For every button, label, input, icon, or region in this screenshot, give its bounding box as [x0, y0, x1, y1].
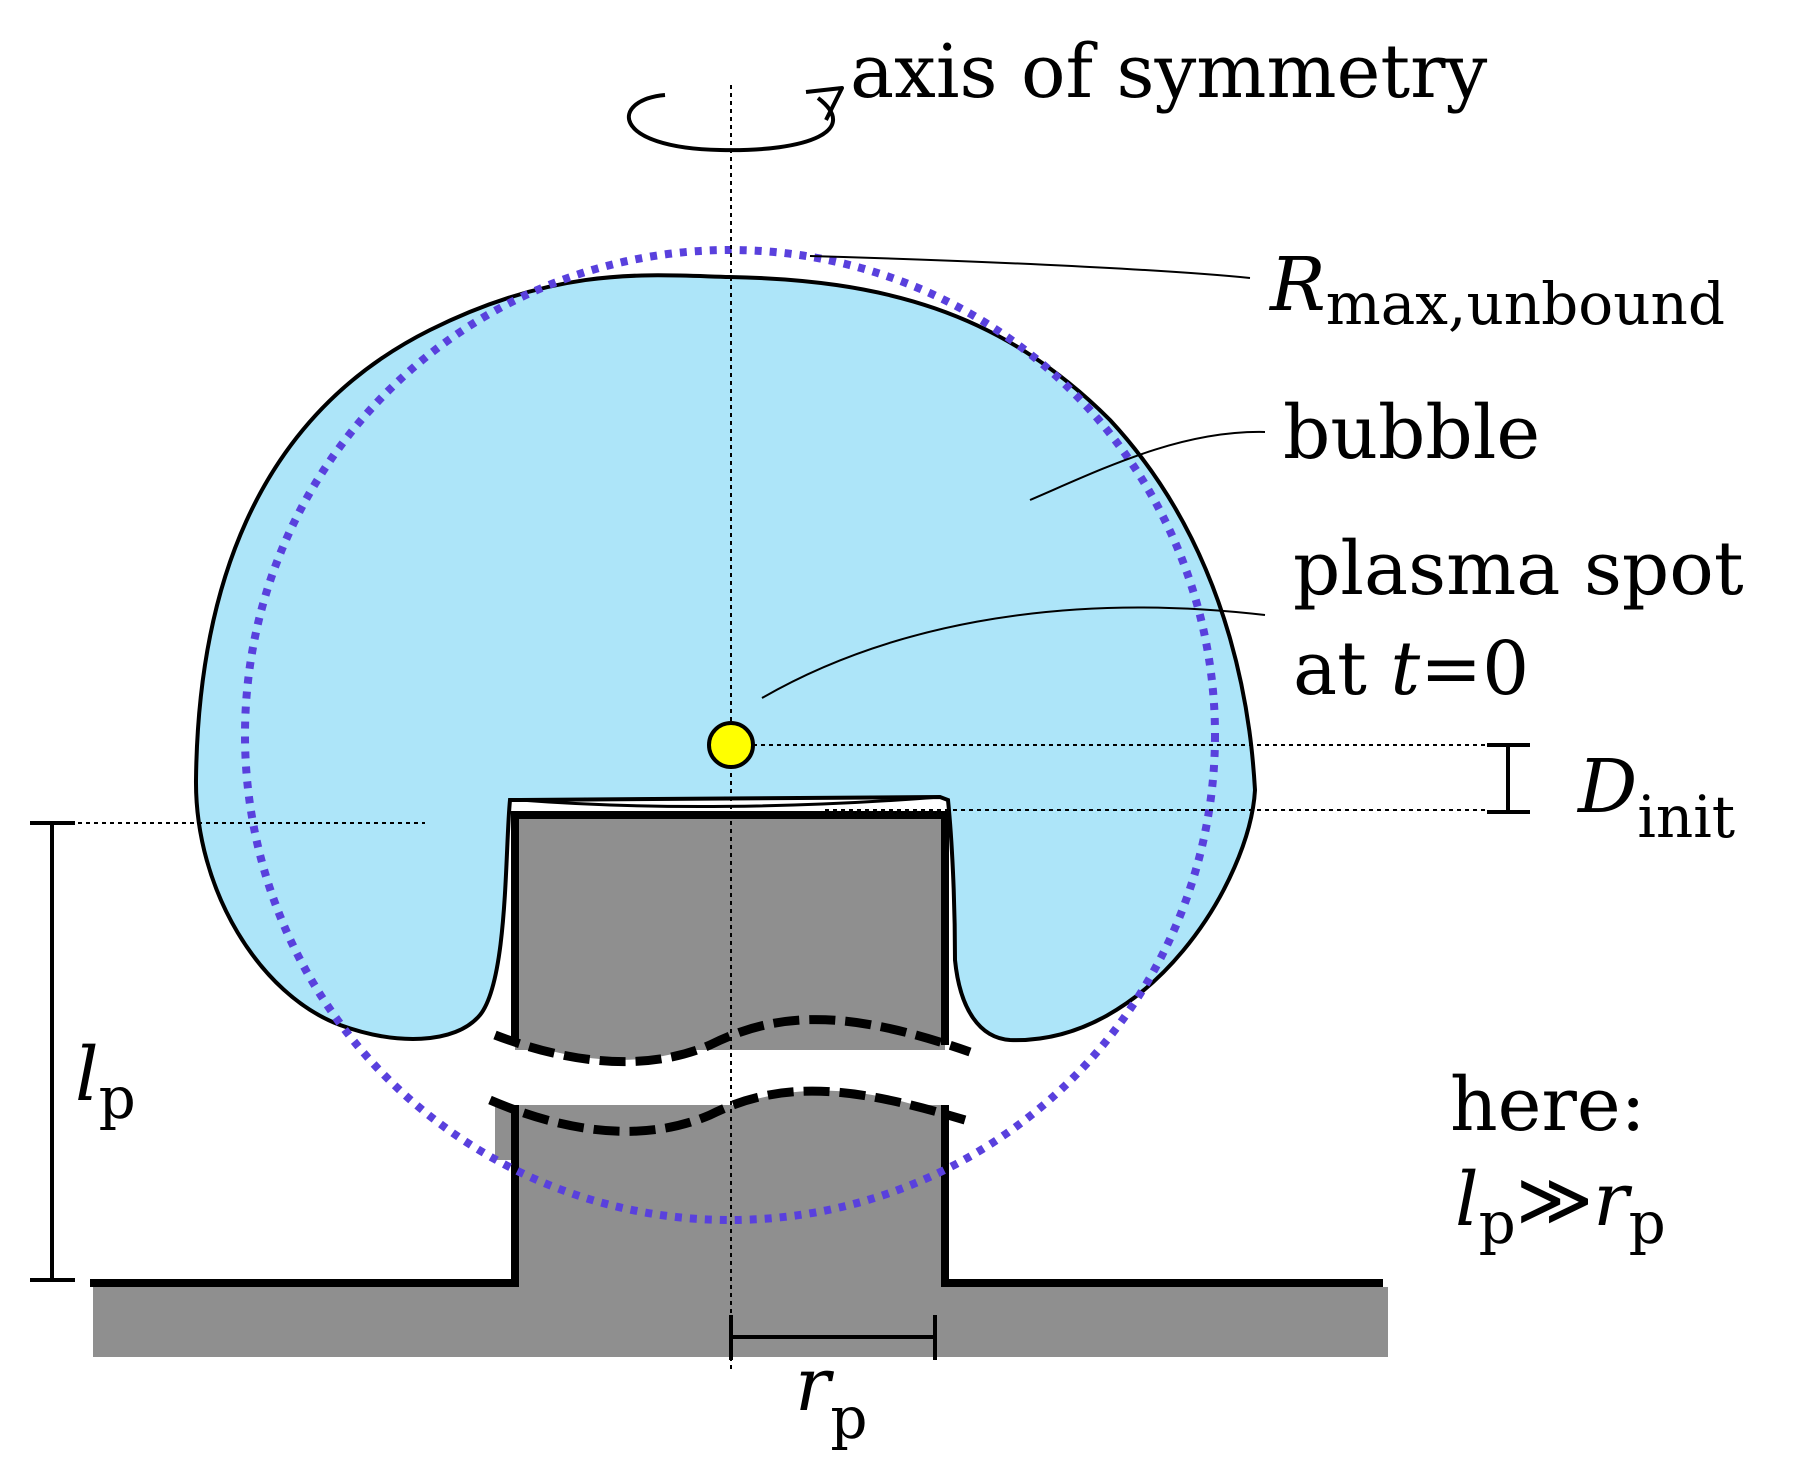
- lp-bracket: [30, 821, 75, 1282]
- rp-subscript: p: [830, 1384, 867, 1452]
- plasma-spot: [707, 721, 755, 769]
- lp-label: lp: [75, 1032, 136, 1132]
- condition-operator: ≫: [1516, 1157, 1593, 1243]
- break-line-top: [493, 1015, 972, 1067]
- condition-label: lp≫rp: [1455, 1157, 1666, 1257]
- r-max-leader: [809, 255, 1251, 279]
- plasma-at-text: at: [1293, 626, 1390, 712]
- plasma-spot-label-line1: plasma spot: [1293, 526, 1744, 612]
- plasma-t-symbol: t: [1390, 626, 1420, 712]
- d-init-symbol: D: [1576, 744, 1637, 830]
- ground-slab: [93, 1287, 1388, 1357]
- d-init-label: Dinit: [1576, 744, 1735, 851]
- r-max-subscript: max,unbound: [1326, 270, 1725, 338]
- condition-r-symbol: r: [1593, 1157, 1633, 1243]
- condition-l-subscript: p: [1479, 1189, 1516, 1257]
- bubble-inner-top: [519, 795, 941, 808]
- rod-outline-lower: [90, 1105, 1383, 1287]
- axis-of-symmetry-label: axis of symmetry: [850, 29, 1488, 115]
- r-max-unbound-label: Rmax,unbound: [1268, 242, 1725, 338]
- rotation-arrow-icon: [626, 93, 835, 153]
- condition-r-subscript: p: [1629, 1189, 1666, 1257]
- break-line-bottom: [488, 1086, 967, 1136]
- rp-bracket: [729, 1315, 937, 1360]
- plasma-equals-zero: =0: [1420, 626, 1529, 712]
- condition-l-symbol: l: [1455, 1157, 1479, 1243]
- rp-symbol: r: [795, 1342, 835, 1428]
- bubble-label: bubble: [1283, 390, 1540, 476]
- plasma-leader: [761, 606, 1266, 699]
- plasma-spot-label-line2: at t=0: [1293, 626, 1529, 712]
- d-init-bracket: [1487, 743, 1530, 814]
- d-init-subscript: init: [1637, 783, 1735, 851]
- rod-break-bottom-fill: [495, 1090, 945, 1160]
- unbound-sphere-circle: [241, 246, 1219, 1224]
- rotation-arrowhead-icon: [805, 86, 844, 121]
- lp-subscript: p: [99, 1064, 136, 1132]
- here-label: here:: [1450, 1062, 1646, 1148]
- lp-symbol: l: [75, 1032, 99, 1118]
- bubble-leader: [1029, 430, 1266, 501]
- r-max-symbol: R: [1268, 242, 1326, 328]
- rp-label: rp: [795, 1342, 868, 1452]
